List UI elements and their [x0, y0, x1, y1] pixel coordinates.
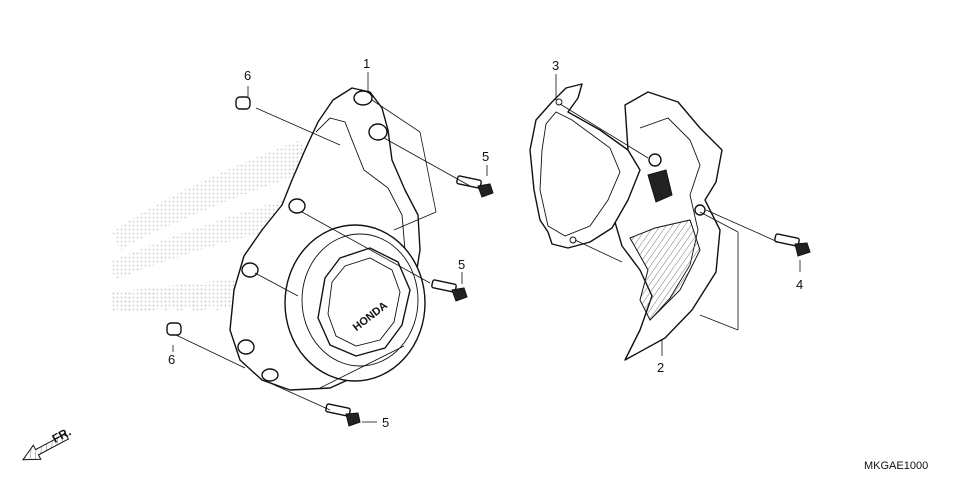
watermark-text: HONDA	[110, 286, 240, 319]
part-3-cover-gasket	[529, 83, 641, 249]
callout-5-middle: 5	[458, 257, 465, 272]
callout-2: 2	[657, 360, 664, 375]
leader-lines	[172, 72, 801, 423]
bolt-4	[774, 233, 811, 257]
part-1-left-crankcase-cover: HONDA	[166, 87, 426, 391]
diagram-code: MKGAE1000	[864, 460, 928, 472]
bolt-5-upper	[456, 175, 494, 198]
callout-4: 4	[796, 277, 803, 292]
bolt-5-lower	[325, 403, 361, 427]
callout-3: 3	[552, 58, 559, 73]
dowel-pin-upper	[235, 96, 251, 110]
part-2-drive-sprocket-cover	[611, 91, 723, 361]
front-direction-arrow	[21, 432, 70, 461]
callout-5-lower: 5	[382, 415, 389, 430]
dowel-pin-lower	[166, 322, 182, 336]
bolt-5-middle	[431, 279, 468, 302]
callout-5-upper: 5	[482, 149, 489, 164]
callout-6-upper: 6	[244, 68, 251, 83]
callout-6-lower: 6	[168, 352, 175, 367]
callout-1: 1	[363, 56, 370, 71]
